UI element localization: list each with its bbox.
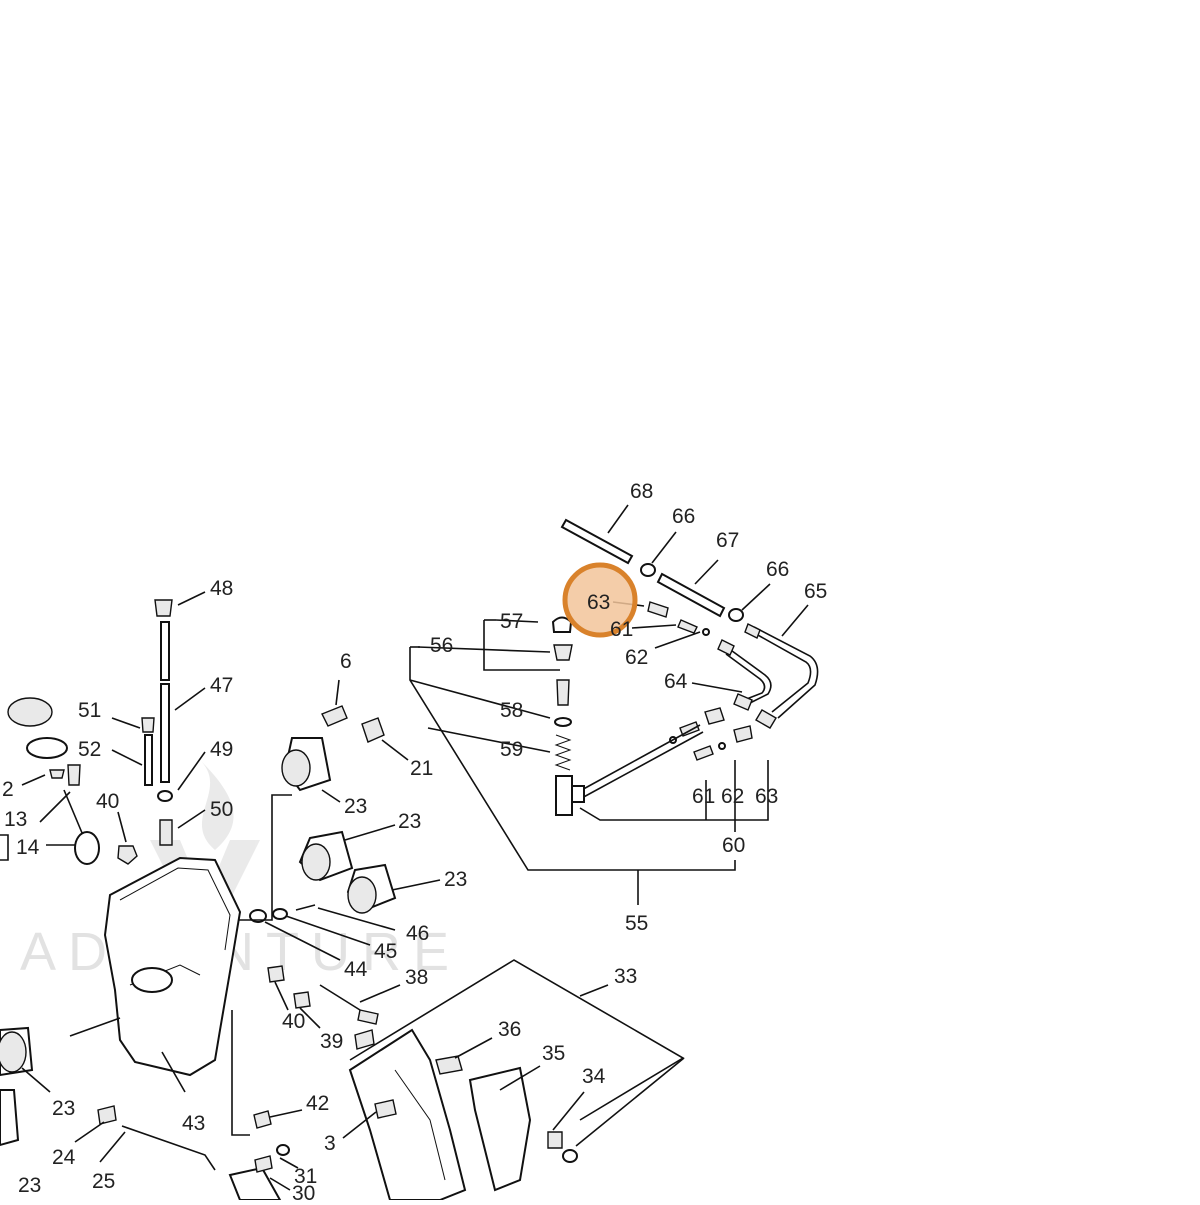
callout-36: 36 [498,1018,521,1041]
callout-2: 2 [2,778,14,801]
callout-56: 56 [430,634,453,657]
callout-34: 34 [582,1065,606,1088]
callout-6: 6 [340,650,352,673]
callout-57: 57 [500,610,523,633]
callout-60: 60 [722,834,745,857]
callout-66b: 66 [766,558,789,581]
callout-25: 25 [92,1170,115,1193]
callout-40: 40 [96,790,119,813]
callout-67: 67 [716,529,739,552]
callout-39: 39 [320,1030,343,1053]
callout-13: 13 [4,808,27,831]
callout-23d: 23 [52,1097,75,1120]
callout-43: 43 [182,1112,205,1135]
callout-62b: 62 [721,785,744,808]
callout-61: 61 [610,618,633,641]
callout-40b: 40 [282,1010,305,1033]
callout-42: 42 [306,1092,329,1115]
callout-47: 47 [210,674,233,697]
callout-14: 14 [16,836,40,859]
callout-21: 21 [410,757,433,780]
callout-59: 59 [500,738,523,761]
callout-45: 45 [374,940,397,963]
callout-51: 51 [78,699,101,722]
callout-24: 24 [52,1146,76,1169]
callout-62: 62 [625,646,648,669]
callout-58: 58 [500,699,523,722]
callout-64: 64 [664,670,688,693]
housing-assembly [0,591,685,1201]
highlight-callout-63[interactable] [562,562,638,638]
callout-44: 44 [344,958,368,981]
callout-61b: 61 [692,785,715,808]
callout-65: 65 [804,580,827,603]
callout-23c: 23 [444,868,467,891]
callout-63-highlighted[interactable]: 63 [587,591,610,614]
callout-48: 48 [210,577,233,600]
callout-52: 52 [78,738,101,761]
callout-68: 68 [630,480,653,503]
callout-30: 30 [292,1182,315,1200]
callout-63b: 63 [755,785,778,808]
oil-pipe-assembly [409,504,819,905]
callout-66: 66 [672,505,695,528]
callout-3: 3 [324,1132,336,1155]
callout-55: 55 [625,912,648,935]
callout-23e: 23 [18,1174,41,1197]
callout-50: 50 [210,798,233,821]
callout-23a: 23 [344,795,367,818]
callout-38: 38 [405,966,428,989]
callout-49: 49 [210,738,233,761]
callout-labels: 68 66 67 66 65 63 61 57 56 62 64 58 59 6… [2,480,827,1205]
callout-23b: 23 [398,810,421,833]
callout-35: 35 [542,1042,565,1065]
callout-31: 31 [294,1165,317,1188]
callout-33: 33 [614,965,637,988]
callout-46: 46 [406,922,429,945]
